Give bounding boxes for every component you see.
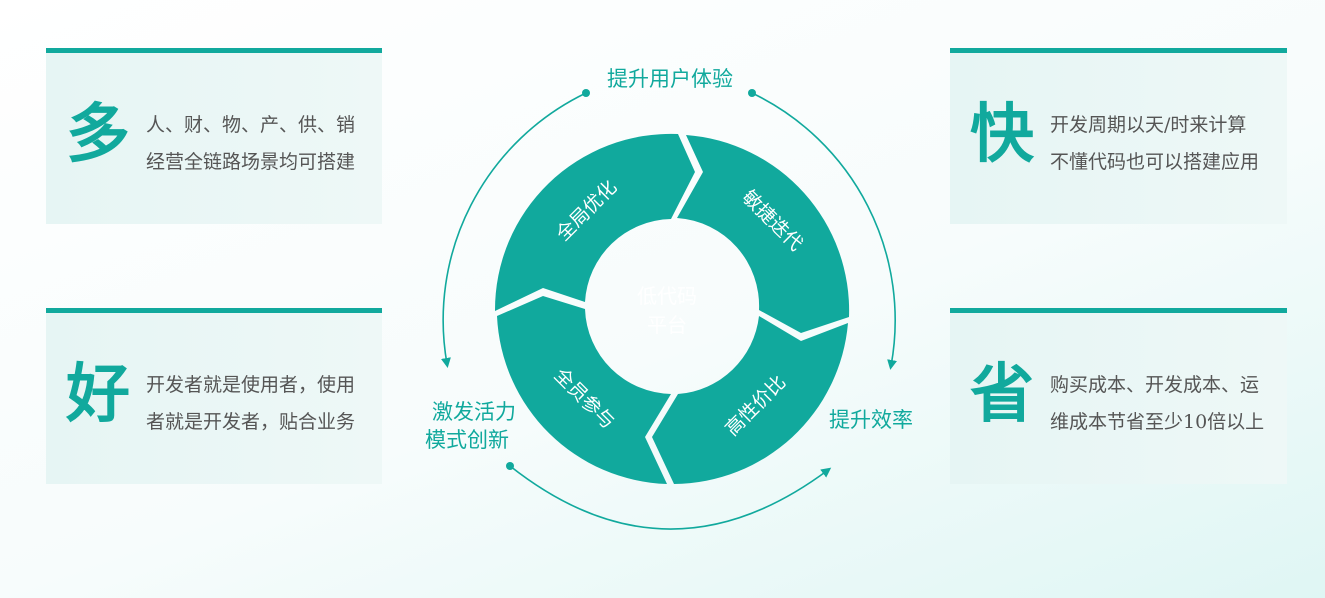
feature-card-duo: 多 人、财、物、产、供、销 经营全链路场景均可搭建	[46, 48, 382, 224]
outer-label-top: 提升用户体验	[607, 67, 733, 91]
arc-dot	[506, 462, 514, 470]
outer-label-right: 提升效率	[829, 408, 913, 432]
center-label-line2: 平台	[647, 313, 687, 337]
feature-desc-line: 开发者就是使用者，使用	[146, 374, 356, 396]
feature-char: 好	[66, 357, 130, 432]
outer-arc-right	[751, 92, 898, 370]
ring-segment-bottom-left	[497, 296, 671, 484]
feature-desc-line: 开发周期以天/时来计算	[1050, 114, 1247, 136]
outer-arc-bottom	[509, 465, 832, 530]
feature-card-hao: 好 开发者就是使用者，使用 者就是开发者，贴合业务	[46, 308, 382, 484]
ring-segment-top-right	[677, 135, 850, 333]
center-label-line1: 低代码	[637, 284, 697, 308]
outer-arc-left	[441, 92, 587, 368]
arc-dot	[748, 89, 756, 97]
outer-label-left-line1: 激发活力	[432, 400, 516, 424]
feature-desc-line: 维成本节省至少10倍以上	[1050, 411, 1265, 433]
arc-dot	[582, 89, 590, 97]
feature-char: 快	[970, 97, 1034, 172]
outer-label-left-line2: 模式创新	[425, 428, 509, 452]
ring-segment-top-left	[494, 133, 695, 311]
feature-desc-line: 购买成本、开发成本、运	[1050, 374, 1260, 396]
ring	[494, 133, 850, 484]
ring-segment-bottom-right	[652, 316, 848, 484]
feature-desc-line: 不懂代码也可以搭建应用	[1050, 151, 1260, 173]
feature-char: 多	[66, 97, 130, 172]
feature-desc-line: 经营全链路场景均可搭建	[146, 151, 356, 173]
feature-char: 省	[970, 357, 1034, 432]
feature-card-kuai: 快 开发周期以天/时来计算 不懂代码也可以搭建应用	[950, 48, 1287, 224]
feature-desc: 开发周期以天/时来计算 不懂代码也可以搭建应用	[1050, 107, 1278, 181]
feature-card-sheng: 省 购买成本、开发成本、运 维成本节省至少10倍以上	[950, 308, 1287, 484]
feature-desc: 开发者就是使用者，使用 者就是开发者，贴合业务	[146, 367, 374, 441]
feature-desc-line: 人、财、物、产、供、销	[146, 114, 356, 136]
feature-desc: 购买成本、开发成本、运 维成本节省至少10倍以上	[1050, 367, 1278, 441]
feature-desc: 人、财、物、产、供、销 经营全链路场景均可搭建	[146, 107, 374, 181]
feature-desc-line: 者就是开发者，贴合业务	[146, 411, 356, 433]
